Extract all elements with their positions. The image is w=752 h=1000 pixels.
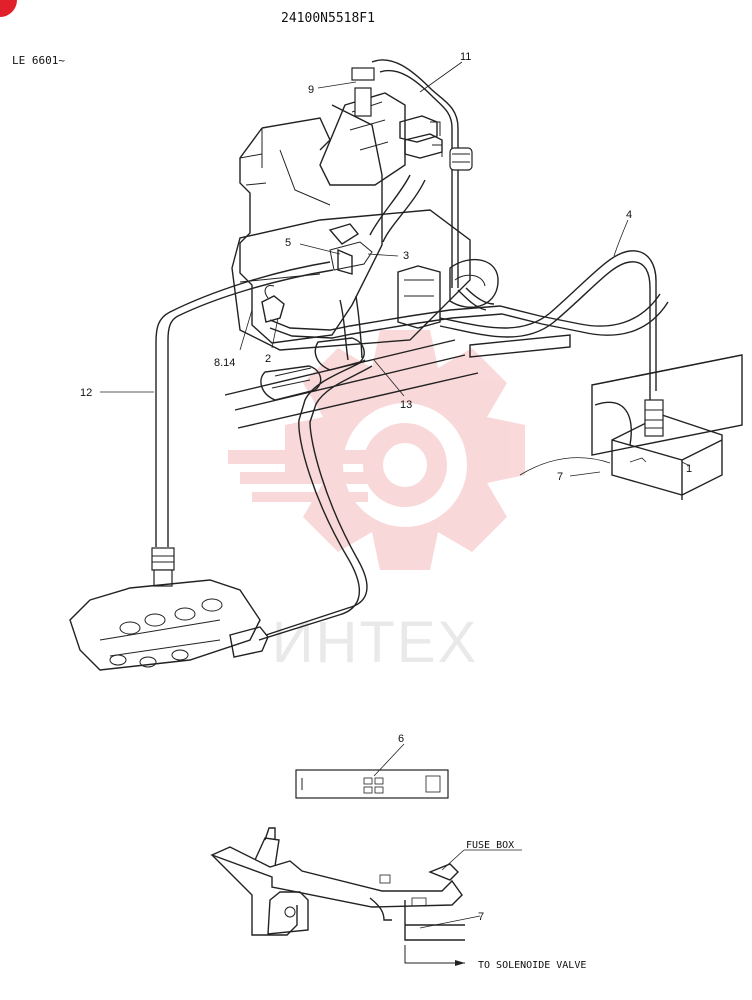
callout-5: 5 — [285, 237, 291, 249]
callout-3: 3 — [403, 250, 409, 262]
callout-6: 6 — [398, 733, 404, 745]
callout-1: 1 — [686, 463, 692, 475]
model-range: LE 6601~ — [12, 54, 65, 67]
callout-2: 2 — [265, 353, 271, 365]
engine-pump-assembly — [231, 67, 499, 351]
control-valve — [69, 579, 269, 671]
hose-11 — [371, 59, 495, 311]
solenoid-valve — [591, 354, 743, 500]
wire-7-upper — [519, 457, 611, 476]
callout-4: 4 — [626, 209, 632, 221]
callout-8-14: 8.14 — [214, 357, 235, 369]
hose-bundle — [269, 174, 669, 361]
watermark-gear-icon — [228, 330, 525, 570]
lever-frame-assembly — [210, 827, 465, 966]
fuse-box-label: FUSE BOX — [466, 840, 514, 851]
valve-fitting-9 — [354, 87, 372, 117]
drawing-number: 24100N5518F1 — [281, 11, 375, 26]
callout-7-lower: 7 — [478, 911, 484, 923]
callout-7-upper: 7 — [557, 471, 563, 483]
callout-9: 9 — [308, 84, 314, 96]
corner-badge-icon — [0, 0, 17, 17]
to-solenoide-valve-label: TO SOLENOIDE VALVE — [478, 960, 586, 971]
hose-12 — [151, 261, 334, 587]
leader-lines — [100, 61, 691, 929]
callout-12: 12 — [80, 387, 92, 399]
watermark-text: ИНТЕХ — [272, 610, 478, 675]
callout-11: 11 — [460, 51, 471, 63]
callout-13: 13 — [400, 399, 412, 411]
drive-shaft — [224, 334, 571, 429]
switch-panel — [295, 769, 449, 799]
hose-4 — [439, 250, 657, 400]
